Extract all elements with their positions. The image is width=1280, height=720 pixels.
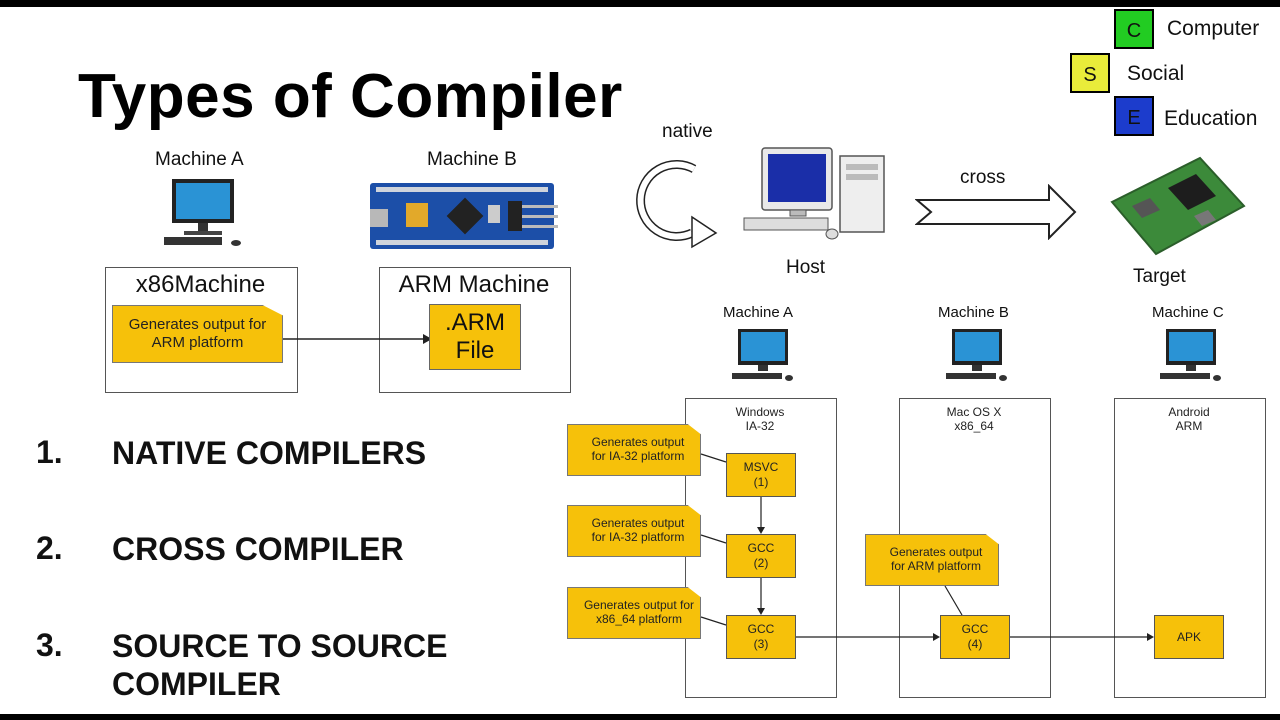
- compiler-box-gcc-2-num: (2): [753, 556, 769, 570]
- column-android-line2: ARM: [1175, 419, 1203, 433]
- native-loop-arrow-icon: [636, 160, 718, 249]
- compiler-box-gcc-3-num: (3): [753, 637, 769, 651]
- machine-b-label: Machine B: [427, 149, 517, 170]
- compiler-box-gcc-2-name: GCC: [747, 541, 775, 555]
- column-windows-line2: IA-32: [745, 419, 775, 433]
- host-computer-icon: [743, 147, 885, 240]
- logo-word-education: Education: [1164, 107, 1258, 130]
- flow-note-4: Generates output for ARM platform: [865, 534, 999, 586]
- arm-output-note: Generates output for ARM platform: [112, 305, 283, 363]
- machine-a-label: Machine A: [155, 149, 244, 170]
- compiler-box-apk: APK: [1154, 615, 1224, 659]
- flow-machine-c-label: Machine C: [1152, 304, 1224, 321]
- compiler-box-gcc-4: GCC (4): [940, 615, 1010, 659]
- compiler-box-gcc-3-name: GCC: [747, 622, 775, 636]
- slide: Types of Compiler C Computer S Social E …: [0, 7, 1280, 714]
- target-label: Target: [1133, 266, 1186, 287]
- column-windows-title: Windows IA-32: [685, 405, 835, 433]
- compiler-box-msvc: MSVC (1): [726, 453, 796, 497]
- cross-label: cross: [960, 167, 1006, 188]
- column-macos-title: Mac OS X x86_64: [899, 405, 1049, 433]
- arm-file-line2: File: [455, 337, 495, 364]
- flow-machine-a-label: Machine A: [723, 304, 794, 321]
- arrow-to-arm-file: [283, 334, 432, 344]
- column-windows-line1: Windows: [735, 405, 785, 419]
- compiler-box-gcc-4-num: (4): [967, 637, 983, 651]
- cross-arrow-icon: [915, 184, 1077, 240]
- list-number-2: 2.: [36, 530, 63, 566]
- compiler-box-msvc-name: MSVC: [743, 460, 779, 474]
- flow-computer-a-icon: [732, 329, 793, 381]
- list-number-1: 1.: [36, 434, 63, 470]
- compiler-box-msvc-num: (1): [753, 475, 769, 489]
- flow-machine-b-label: Machine B: [938, 304, 1009, 321]
- flow-note-3: Generates output for x86_64 platform: [567, 587, 701, 639]
- column-android-title: Android ARM: [1114, 405, 1264, 433]
- compiler-box-apk-name: APK: [1176, 630, 1201, 644]
- compiler-box-gcc-4-name: GCC: [961, 622, 989, 636]
- flow-note-2: Generates output for IA-32 platform: [567, 505, 701, 557]
- cse-logo: C Computer S Social E Education: [1068, 7, 1280, 147]
- column-macos-line1: Mac OS X: [946, 405, 1002, 419]
- logo-square-c: C: [1114, 9, 1154, 49]
- logo-word-computer: Computer: [1167, 17, 1260, 40]
- computer-a-icon: [164, 179, 241, 246]
- slide-title: Types of Compiler: [78, 62, 623, 131]
- flow-connectors: [700, 453, 1154, 641]
- list-item-source-to-source: SOURCE TO SOURCE COMPILER: [112, 628, 448, 702]
- compiler-box-gcc-3: GCC (3): [726, 615, 796, 659]
- list-item-native-compilers: NATIVE COMPILERS: [112, 435, 427, 471]
- arm-machine-title: ARM Machine: [398, 271, 550, 298]
- target-board-image: [1110, 156, 1246, 256]
- flow-computer-c-icon: [1160, 329, 1221, 381]
- microcontroller-board-image: [370, 183, 558, 249]
- host-label: Host: [786, 257, 826, 278]
- flow-note-1: Generates output for IA-32 platform: [567, 424, 701, 476]
- column-macos-line2: x86_64: [954, 419, 994, 433]
- flow-computer-b-icon: [946, 329, 1007, 381]
- arm-file-line1: .ARM: [445, 309, 505, 336]
- x86-machine-title: x86Machine: [135, 271, 266, 298]
- list-number-3: 3.: [36, 627, 63, 663]
- logo-word-social: Social: [1127, 62, 1185, 85]
- logo-square-s: S: [1070, 53, 1110, 93]
- arm-file-box: .ARM File: [429, 304, 521, 370]
- compiler-box-gcc-2: GCC (2): [726, 534, 796, 578]
- logo-square-e: E: [1114, 96, 1154, 136]
- column-android-line1: Android: [1168, 405, 1210, 419]
- native-label: native: [662, 121, 713, 142]
- list-item-cross-compiler: CROSS COMPILER: [112, 531, 404, 567]
